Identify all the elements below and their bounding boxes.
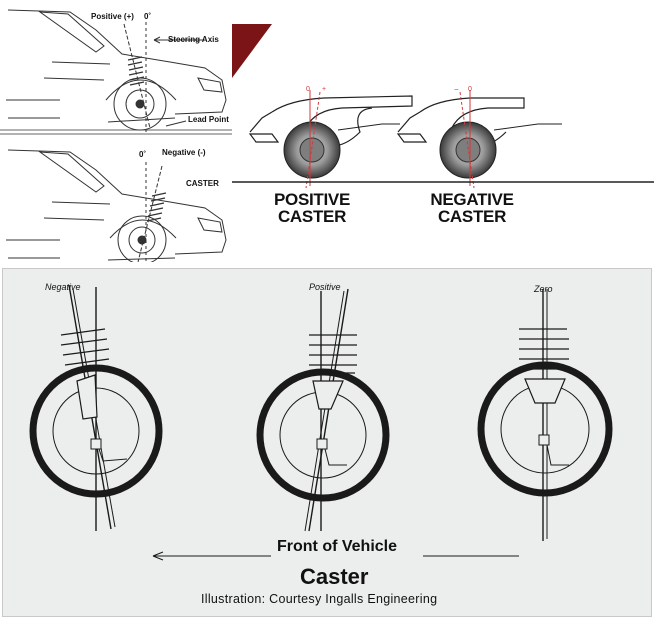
negative-caster-line2: CASTER: [437, 207, 507, 226]
zero-wheel-label: Zero: [534, 284, 553, 294]
steering-axis-label: Steering Axis: [168, 35, 219, 44]
positive-zero-mark: 0: [306, 86, 310, 93]
lead-point-label: Lead Point: [188, 115, 229, 124]
positive-fender: [248, 90, 413, 189]
upper-wheel-arch: [105, 79, 177, 101]
zero-label-upper: 0˚: [144, 12, 152, 21]
front-direction-arrow: [152, 551, 519, 561]
lower-coil-spring: [146, 192, 167, 222]
negative-wheel-label: Negative: [45, 282, 81, 292]
positive-caster-label: POSITIVE CASTER: [270, 191, 354, 225]
caster-small-label: CASTER: [186, 179, 219, 188]
lead-point-arrow: [165, 120, 187, 127]
positive-caster-line1: POSITIVE: [273, 190, 350, 209]
negative-coil-spring: [60, 328, 112, 374]
car-side-views-drawing: [0, 9, 232, 262]
positive-tire-ring: [256, 368, 390, 502]
upper-car-window: [38, 11, 105, 53]
zero-tire-ring: [477, 361, 613, 497]
negative-fender: [396, 90, 562, 189]
car-side-views-panel: Positive (+) 0˚ Steering Axis Lead Point…: [0, 0, 232, 262]
illustration-credit: Illustration: Courtesy Ingalls Engineeri…: [201, 592, 438, 606]
negative-caster-label: NEGATIVE CASTER: [428, 191, 516, 225]
zero-label-lower: 0˚: [139, 150, 147, 159]
negative-caster-line1: NEGATIVE: [430, 190, 514, 209]
negative-zero-mark: 0: [468, 86, 472, 93]
negative-label: Negative (-): [162, 148, 206, 157]
positive-axis-line: [308, 288, 349, 532]
caster-illustration-drawing: [29, 284, 613, 561]
positive-label: Positive (+): [91, 12, 134, 21]
positive-plus-mark: +: [322, 86, 327, 93]
upper-coil-spring: [127, 56, 145, 86]
caster-title: Caster: [300, 564, 369, 589]
negative-axis-line: [459, 91, 475, 189]
positive-caster-line2: CASTER: [277, 207, 347, 226]
upper-car-body: [7, 9, 227, 123]
negative-wheel-assembly: [29, 284, 163, 531]
fender-caster-panel: 0 + − 0 POSITIVE CASTER NEGATIVE CASTER: [232, 0, 654, 262]
lower-steering-axis: [137, 165, 163, 262]
upper-ground: [0, 129, 232, 135]
negative-minus-mark: −: [454, 85, 459, 94]
lower-wheel-outer: [117, 215, 167, 262]
caster-illustration-panel: Negative Positive Zero Front of Vehicle …: [2, 268, 652, 617]
steering-axis-arrow: [153, 36, 204, 44]
zero-coil-spring: [519, 328, 569, 370]
front-of-vehicle-label: Front of Vehicle: [277, 538, 398, 555]
zero-wheel-assembly: [477, 289, 613, 541]
upper-car-headlight: [197, 77, 223, 93]
lower-car-body: [7, 149, 227, 261]
fender-caster-drawing: [232, 24, 654, 189]
accent-triangle: [232, 24, 272, 78]
positive-wheel-label: Positive: [309, 282, 341, 292]
positive-axis-line: [305, 91, 321, 189]
positive-wheel-assembly: [256, 288, 390, 532]
positive-coil-spring: [309, 334, 357, 374]
lower-car-window: [38, 151, 105, 193]
